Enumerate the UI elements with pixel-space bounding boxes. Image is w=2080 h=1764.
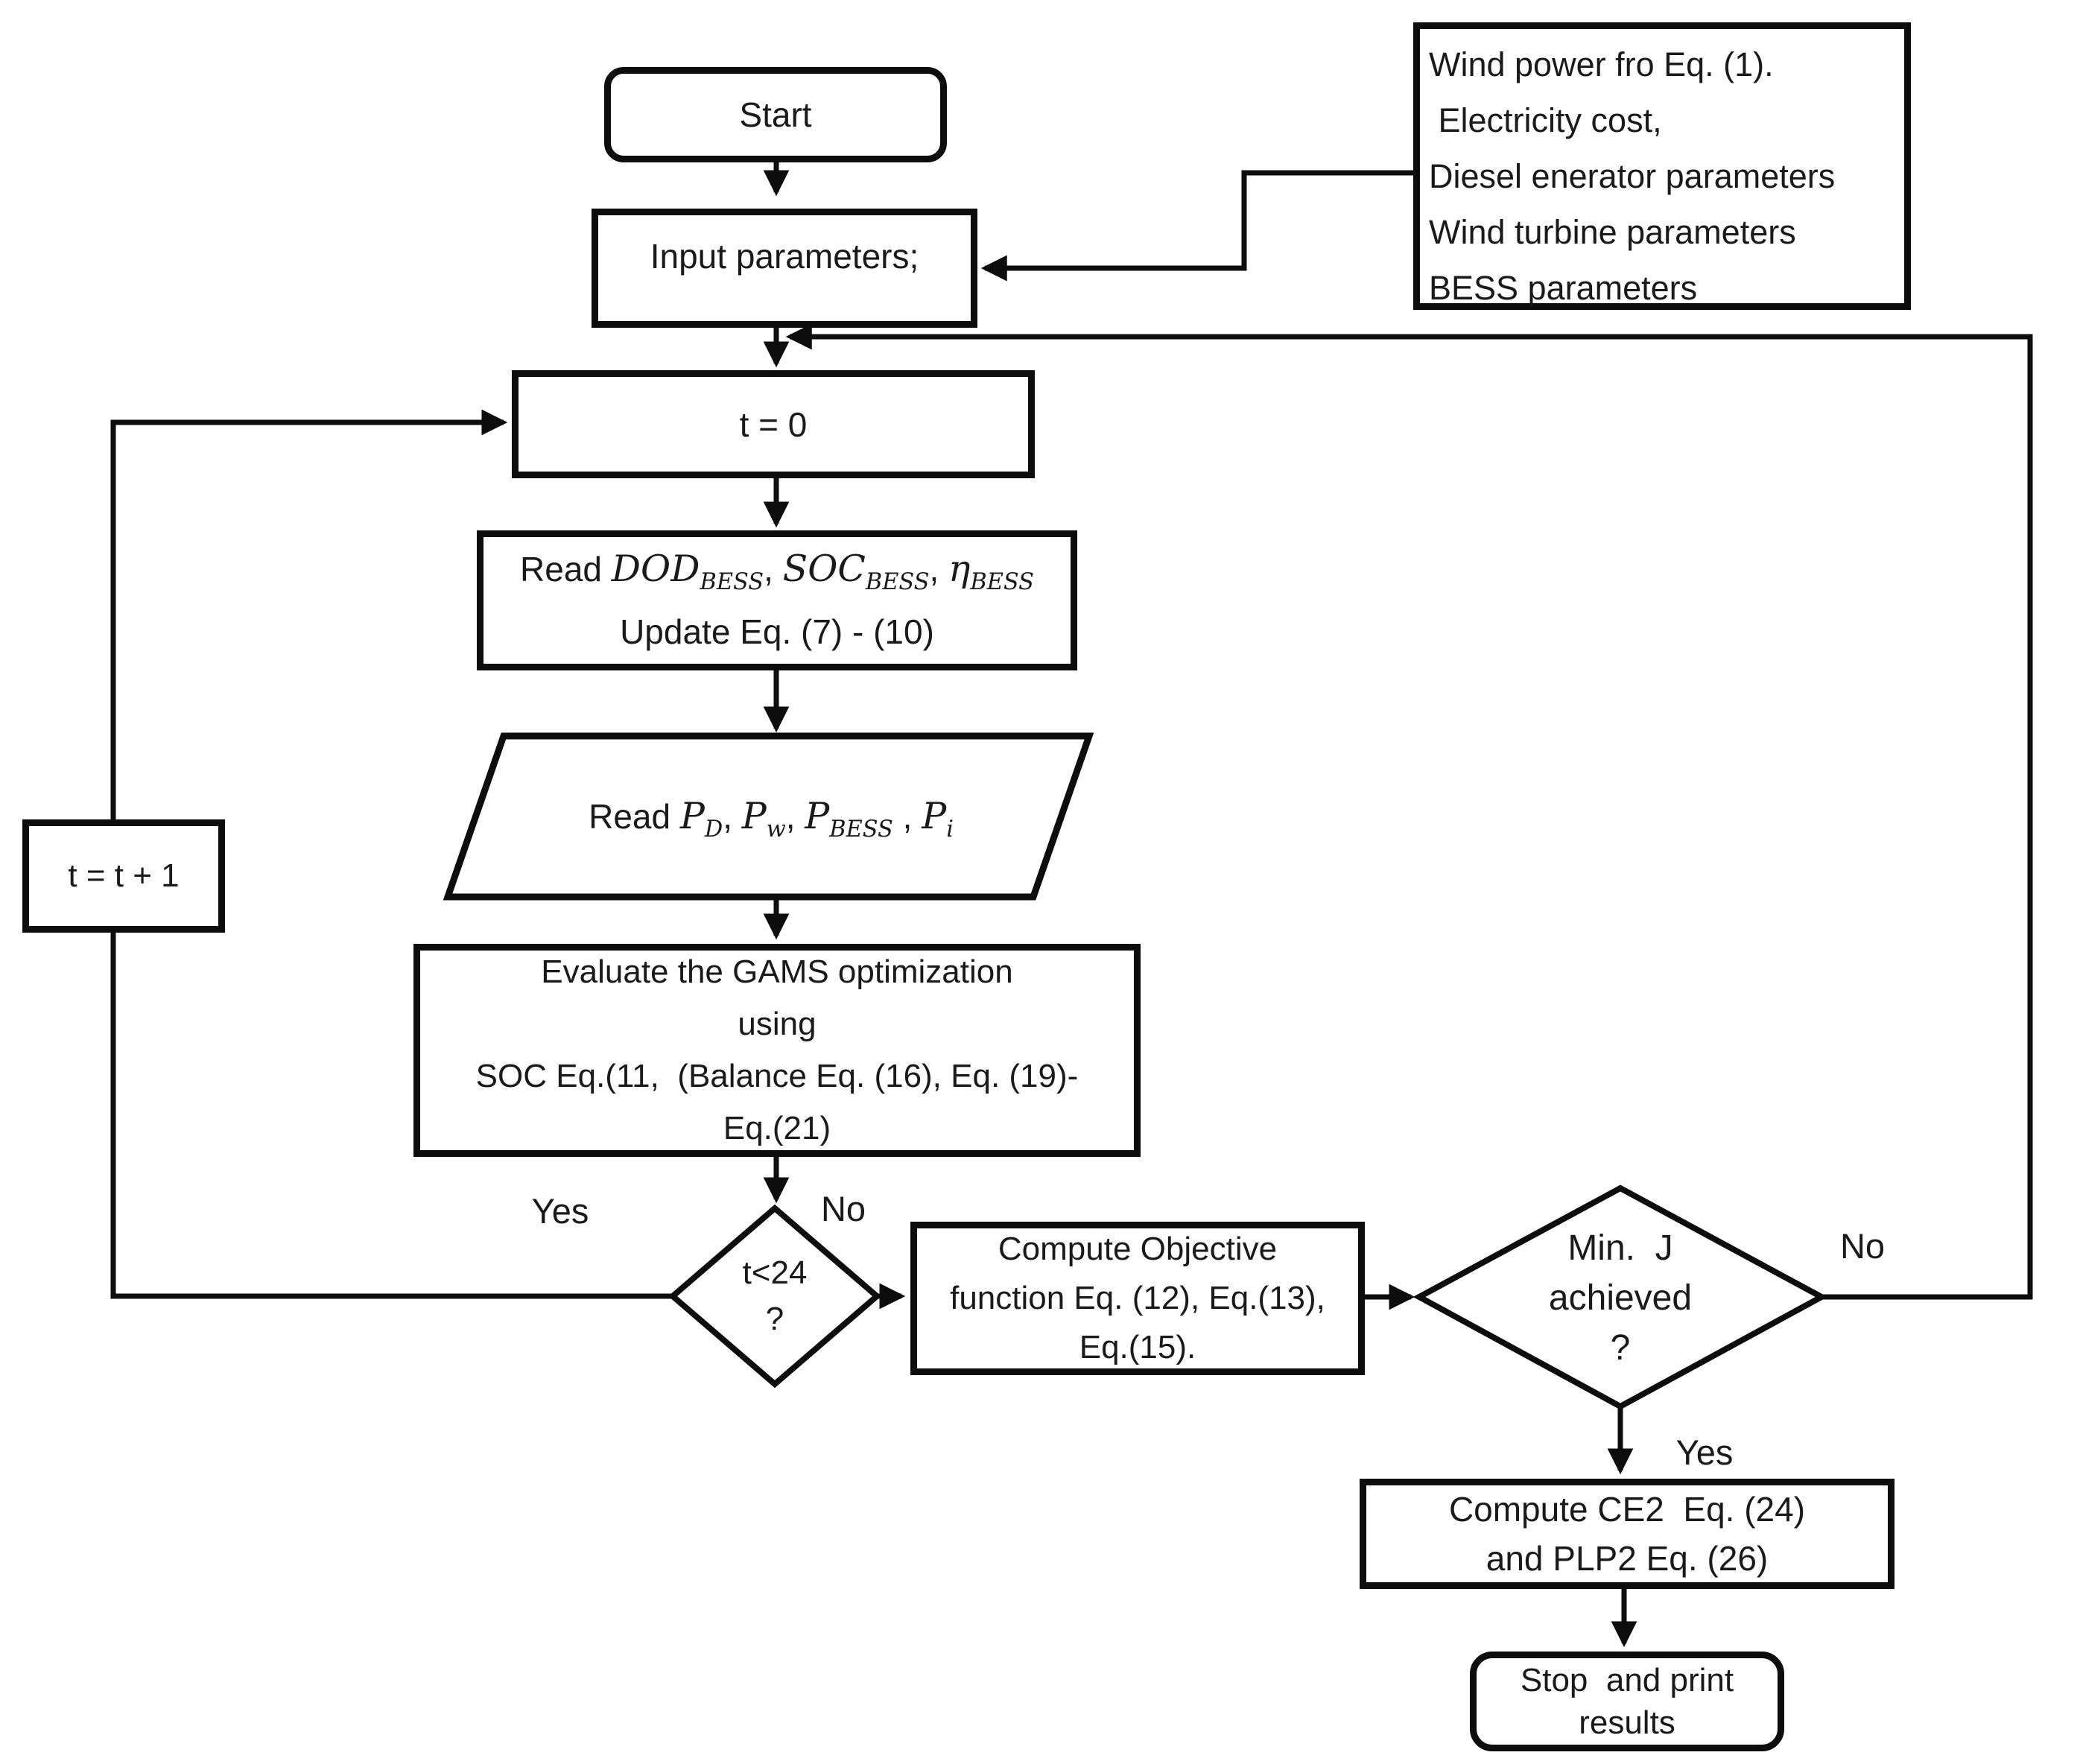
var-dod-bess: DODBESS [611, 548, 764, 593]
note-line: Wind turbine parameters [1429, 213, 1796, 251]
ce2-line: Compute CE2 Eq. (24) [1448, 1490, 1806, 1529]
var-pw: Pw [741, 794, 786, 840]
label-minj-yes: Yes [1675, 1433, 1734, 1472]
var-base: η [948, 548, 971, 590]
var-pd: PD [679, 794, 723, 840]
read-bess-line1: Read DODBESS, SOCBESS, ηBESS [520, 538, 1034, 600]
note-line: Diesel enerator parameters [1429, 157, 1836, 195]
note-line: Electricity cost, [1429, 101, 1662, 139]
note-line: Wind power fro Eq. (1). [1429, 45, 1774, 83]
var-sub: BESS [970, 568, 1034, 595]
var-sub: w [766, 816, 786, 843]
t0-label: t = 0 [739, 404, 808, 444]
loop-no-minj-to-t0 [785, 323, 2033, 1300]
process-read-bess: Read DODBESS, SOCBESS, ηBESS Update Eq. … [477, 530, 1077, 670]
start-label: Start [739, 95, 812, 134]
label-minj-no: No [1839, 1226, 1886, 1266]
read-powers-prefix: Read [589, 796, 680, 836]
var-base: SOC [782, 548, 866, 590]
process-compute-ce2: Compute CE2 Eq. (24) and PLP2 Eq. (26) [1360, 1479, 1894, 1589]
var-base: P [922, 794, 947, 837]
var-sub: BESS [865, 568, 930, 595]
note-line: BESS parameters [1429, 269, 1698, 307]
var-soc-bess: SOCBESS [782, 548, 930, 593]
var-eta-bess: ηBESS [948, 548, 1034, 593]
read-bess-line2: Update Eq. (7) - (10) [620, 612, 934, 651]
var-base: P [741, 794, 767, 837]
process-t-plus-1: t = t + 1 [22, 819, 225, 933]
var-sub: BESS [829, 816, 893, 843]
separator: , [785, 796, 805, 836]
process-compute-objective: Compute Objective function Eq. (12), Eq.… [910, 1222, 1365, 1375]
var-sub: BESS [700, 568, 764, 595]
label-t24-yes: Yes [531, 1191, 589, 1231]
t-plus-1-label: t = t + 1 [68, 857, 180, 894]
read-bess-prefix: Read [520, 550, 612, 588]
decision-t24: t<24 ? [673, 1233, 877, 1360]
decision-t24-line1: t<24 [742, 1254, 808, 1291]
io-parallelogram-shape [443, 732, 1094, 901]
var-sub: i [946, 816, 954, 843]
read-powers-line: Read PD, Pw, PBESS , Pi [589, 794, 954, 840]
parameters-note: Wind power fro Eq. (1). Electricity cost… [1413, 22, 1911, 310]
separator: , [929, 550, 949, 588]
var-base: P [805, 794, 830, 837]
var-sub: D [704, 816, 723, 843]
io-read-powers: Read PD, Pw, PBESS , Pi [477, 752, 1065, 879]
stop-line: results [1579, 1704, 1675, 1741]
arrow-note-to-input [980, 170, 1413, 282]
objective-line: function Eq. (12), Eq.(13), [950, 1280, 1325, 1316]
separator: , [723, 796, 742, 836]
decision-t24-line2: ? [765, 1301, 784, 1337]
objective-line: Compute Objective [998, 1231, 1278, 1267]
process-t0: t = 0 [512, 370, 1035, 478]
decision-minj: Min. J achieved ? [1419, 1222, 1821, 1374]
ce2-line: and PLP2 Eq. (26) [1486, 1539, 1769, 1578]
stop-terminator: Stop and print results [1470, 1652, 1784, 1751]
evaluate-line: Eq.(21) [723, 1110, 831, 1146]
separator: , [892, 796, 922, 836]
stop-line: Stop and print [1520, 1662, 1734, 1698]
var-base: P [679, 794, 705, 837]
label-t24-no: No [820, 1189, 866, 1228]
objective-line: Eq.(15). [1079, 1329, 1196, 1365]
evaluate-line: SOC Eq.(11, (Balance Eq. (16), Eq. (19)- [475, 1058, 1079, 1094]
input-parameters-label: Input parameters; [650, 237, 919, 276]
var-pbess: PBESS [805, 794, 893, 840]
decision-minj-shape [1412, 1184, 1828, 1410]
evaluate-line: Evaluate the GAMS optimization [541, 954, 1013, 990]
decision-t24-shape [668, 1204, 882, 1389]
var-base: DOD [611, 548, 700, 590]
evaluate-line: using [738, 1006, 817, 1042]
process-evaluate-gams: Evaluate the GAMS optimization using SOC… [413, 944, 1141, 1157]
decision-minj-line3: ? [1610, 1328, 1631, 1368]
decision-minj-line2: achieved [1548, 1278, 1693, 1318]
var-pi: Pi [922, 794, 954, 840]
decision-minj-line1: Min. J [1567, 1228, 1673, 1268]
separator: , [764, 550, 783, 588]
process-input-parameters: Input parameters; [592, 209, 977, 328]
start-terminator: Start [604, 67, 947, 162]
